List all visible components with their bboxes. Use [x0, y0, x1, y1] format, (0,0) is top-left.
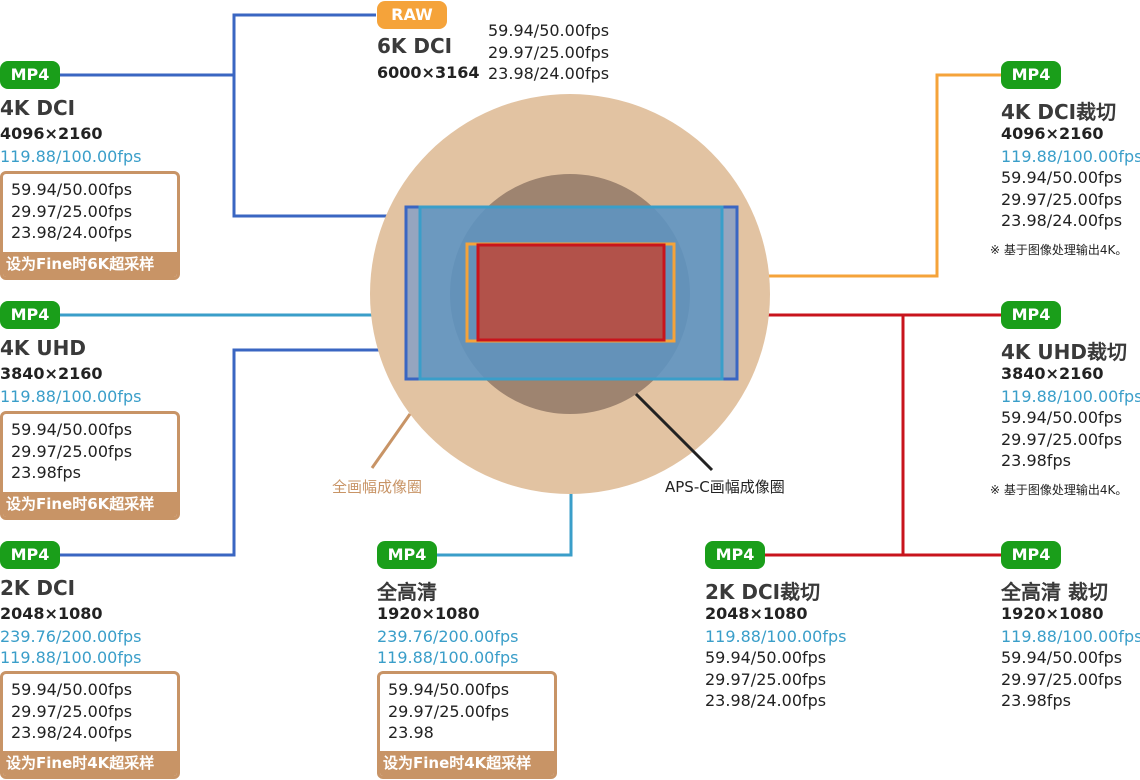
processing-note: ※ 基于图像处理输出4K。	[990, 483, 1128, 497]
framerate-item: 29.97/25.00fps	[1001, 189, 1123, 209]
high-framerate-item: 239.76/200.00fps	[0, 627, 142, 646]
framerate-item: 29.97/25.00fps	[1001, 429, 1123, 449]
framerate-item: 29.97/25.00fps	[11, 701, 133, 721]
framerate-item: 23.98	[388, 723, 434, 742]
framerate-item: 23.98/24.00fps	[1001, 211, 1123, 230]
mp4-tag: MP4	[1001, 301, 1061, 329]
mp4-tag: MP4	[377, 541, 437, 569]
format-title: 4K UHD裁切	[1001, 340, 1127, 364]
high-framerate: 119.88/100.00fps	[1001, 627, 1140, 646]
oversampling-box: 59.94/50.00fps 29.97/25.00fps 23.98/24.0…	[0, 171, 180, 280]
framerate-item: 23.98fps	[1001, 451, 1071, 470]
framerate-item: 29.97/25.00fps	[11, 201, 133, 221]
framerate-item: 29.97/25.00fps	[388, 701, 510, 721]
raw-resolution: 6000×3164	[377, 63, 480, 82]
framerate-item: 59.94/50.00fps	[11, 680, 133, 699]
format-title: 全高清 裁切	[1001, 580, 1108, 604]
format-resolution: 3840×2160	[1001, 364, 1104, 383]
format-resolution: 1920×1080	[377, 604, 480, 623]
framerate-item: 59.94/50.00fps	[705, 648, 827, 667]
framerate-item: 23.98fps	[1001, 691, 1071, 710]
format-title: 2K DCI裁切	[705, 580, 821, 604]
high-framerate: 119.88/100.00fps	[705, 627, 847, 646]
format-title: 4K DCI裁切	[1001, 100, 1117, 124]
mp4-tag: MP4	[0, 541, 60, 569]
framerate-item: 29.97/25.00fps	[705, 669, 827, 689]
mp4-tag: MP4	[1001, 61, 1061, 89]
framerate-item: 59.94/50.00fps	[1001, 408, 1123, 427]
high-framerate: 239.76/200.00fps 119.88/100.00fps	[377, 626, 518, 668]
format-resolution: 4096×2160	[0, 124, 103, 143]
mp4-tag: MP4	[0, 301, 60, 329]
high-framerate-item: 239.76/200.00fps	[377, 627, 519, 646]
high-framerate-item: 119.88/100.00fps	[0, 648, 142, 667]
high-framerate-item: 119.88/100.00fps	[377, 648, 519, 667]
oversampling-note: 设为Fine时4K超采样	[3, 751, 177, 776]
oversampling-note: 设为Fine时6K超采样	[3, 252, 177, 277]
oversampling-note: 设为Fine时4K超采样	[380, 751, 554, 776]
format-title: 全高清	[377, 580, 437, 604]
raw-tag: RAW	[377, 1, 447, 29]
full-frame-pointer	[370, 413, 412, 469]
framerate-item: 23.98/24.00fps	[705, 691, 827, 710]
format-title: 2K DCI	[0, 576, 76, 600]
format-resolution: 3840×2160	[0, 364, 103, 383]
high-framerate: 119.88/100.00fps	[1001, 387, 1140, 406]
mp4-tag: MP4	[1001, 541, 1061, 569]
framerate-item: 59.94/50.00fps	[11, 180, 133, 199]
apsc-circle-label: APS-C画幅成像圈	[665, 478, 785, 496]
format-title: 4K DCI	[0, 96, 76, 120]
framerate-item: 59.94/50.00fps	[1001, 648, 1123, 667]
high-framerate: 119.88/100.00fps	[1001, 147, 1140, 166]
raw-rate: 23.98/24.00fps	[488, 64, 610, 83]
format-title: 4K UHD	[0, 336, 86, 360]
framerate-list: 59.94/50.00fps 29.97/25.00fps 23.98fps	[1001, 647, 1122, 712]
high-framerate: 119.88/100.00fps	[0, 147, 142, 166]
format-resolution: 2048×1080	[705, 604, 808, 623]
line-2k-dci	[60, 348, 405, 557]
high-framerate: 119.88/100.00fps	[0, 387, 142, 406]
framerate-list: 59.94/50.00fps 29.97/25.00fps 23.98/24.0…	[705, 647, 826, 712]
oversampling-note: 设为Fine时6K超采样	[3, 492, 177, 517]
framerate-item: 59.94/50.00fps	[388, 680, 510, 699]
line-4k-dci-crop	[671, 73, 1001, 278]
oversampling-box: 59.94/50.00fps 29.97/25.00fps 23.98/24.0…	[0, 671, 180, 779]
framerate-item: 29.97/25.00fps	[1001, 669, 1123, 689]
raw-title: 6K DCI	[377, 34, 453, 58]
high-framerate: 239.76/200.00fps 119.88/100.00fps	[0, 626, 141, 668]
raw-rate: 29.97/25.00fps	[488, 42, 610, 62]
framerate-list: 59.94/50.00fps 29.97/25.00fps 23.98/24.0…	[1001, 167, 1122, 232]
format-resolution: 2048×1080	[0, 604, 103, 623]
framerate-item: 29.97/25.00fps	[11, 441, 133, 461]
full-frame-circle-label: 全画幅成像圈	[332, 478, 423, 496]
apsc-pointer	[634, 392, 714, 472]
framerate-list: 59.94/50.00fps 29.97/25.00fps 23.98fps	[1001, 407, 1122, 472]
mp4-tag: MP4	[705, 541, 765, 569]
oversampling-box: 59.94/50.00fps 29.97/25.00fps 23.98fps 设…	[0, 411, 180, 520]
line-raw-6k	[232, 13, 405, 218]
framerate-item: 23.98/24.00fps	[11, 223, 133, 242]
oversampling-box: 59.94/50.00fps 29.97/25.00fps 23.98 设为Fi…	[377, 671, 557, 779]
format-resolution: 4096×2160	[1001, 124, 1104, 143]
framerate-item: 59.94/50.00fps	[11, 420, 133, 439]
processing-note: ※ 基于图像处理输出4K。	[990, 243, 1128, 257]
mp4-tag: MP4	[0, 61, 60, 89]
framerate-item: 23.98fps	[11, 463, 81, 482]
framerate-item: 23.98/24.00fps	[11, 723, 133, 742]
format-resolution: 1920×1080	[1001, 604, 1104, 623]
area-crop-red	[476, 243, 666, 342]
raw-framerates: 59.94/50.00fps 29.97/25.00fps 23.98/24.0…	[488, 20, 609, 85]
raw-rate: 59.94/50.00fps	[488, 21, 610, 40]
framerate-item: 59.94/50.00fps	[1001, 168, 1123, 187]
